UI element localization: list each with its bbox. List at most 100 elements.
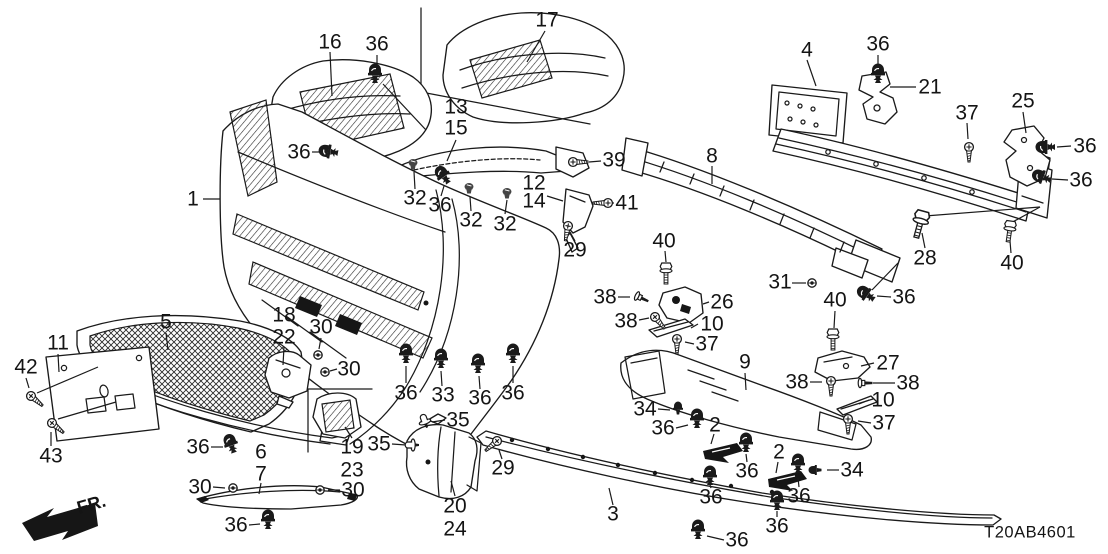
part-label-36[interactable]: 36 (892, 285, 916, 309)
leader-line (860, 362, 875, 367)
part-label-36[interactable]: 36 (365, 32, 389, 56)
part-label-12[interactable]: 12 (522, 171, 546, 195)
part-label-38[interactable]: 38 (614, 309, 638, 333)
leader-line (709, 484, 712, 489)
part-label-36[interactable]: 36 (699, 485, 723, 509)
part-label-9[interactable]: 9 (739, 350, 751, 374)
part-label-13[interactable]: 13 (444, 95, 468, 119)
part-label-5[interactable]: 5 (160, 310, 172, 334)
part-label-36[interactable]: 36 (1073, 134, 1097, 158)
part-label-33[interactable]: 33 (431, 383, 455, 407)
part-label-41[interactable]: 41 (615, 191, 639, 215)
part-label-36[interactable]: 36 (651, 416, 675, 440)
leader-line (450, 480, 456, 497)
part-label-22[interactable]: 22 (272, 325, 296, 349)
part-label-36[interactable]: 36 (1069, 168, 1093, 192)
part-label-14[interactable]: 14 (522, 189, 546, 213)
part-label-38[interactable]: 38 (785, 370, 809, 394)
leader-line (431, 419, 446, 423)
part-label-32[interactable]: 32 (403, 186, 427, 210)
part-label-24[interactable]: 24 (443, 517, 467, 541)
leader-line (57, 401, 117, 420)
part-10-spacer-left (648, 318, 694, 338)
part-label-36[interactable]: 36 (186, 435, 210, 459)
leader-line (921, 232, 926, 249)
part-label-37[interactable]: 37 (955, 101, 979, 125)
part-label-17[interactable]: 17 (535, 8, 559, 32)
part-label-23[interactable]: 23 (340, 458, 364, 482)
part-label-10[interactable]: 10 (871, 388, 895, 412)
part-label-37[interactable]: 37 (695, 332, 719, 356)
part-label-30[interactable]: 30 (337, 357, 361, 381)
part-label-2[interactable]: 2 (709, 413, 721, 437)
part-8-bumper-stay (621, 137, 901, 283)
part-label-2[interactable]: 2 (773, 440, 785, 464)
part-label-35[interactable]: 35 (367, 432, 391, 456)
leader-line (569, 231, 576, 242)
part-label-30[interactable]: 30 (309, 315, 333, 339)
part-label-36[interactable]: 36 (735, 459, 759, 483)
part-label-1[interactable]: 1 (187, 187, 199, 211)
leader-line (608, 487, 614, 506)
part-label-36[interactable]: 36 (428, 193, 452, 217)
part-21-bracket (858, 71, 898, 125)
part-label-34[interactable]: 34 (840, 458, 864, 482)
part-label-42[interactable]: 42 (14, 355, 38, 379)
part-label-35[interactable]: 35 (446, 408, 470, 432)
part-19-23-bracket (307, 388, 373, 453)
part-label-40[interactable]: 40 (652, 229, 676, 253)
part-label-36[interactable]: 36 (765, 514, 789, 538)
part-label-40[interactable]: 40 (823, 288, 847, 312)
part-label-32[interactable]: 32 (493, 212, 517, 236)
part-label-38[interactable]: 38 (593, 285, 617, 309)
part-label-20[interactable]: 20 (443, 494, 467, 518)
part-18-22-bracket (264, 350, 312, 409)
part-label-43[interactable]: 43 (39, 444, 63, 468)
leader-line (664, 250, 667, 263)
part-label-39[interactable]: 39 (602, 148, 626, 172)
part-label-8[interactable]: 8 (706, 144, 718, 168)
part-label-19[interactable]: 19 (340, 435, 364, 459)
leader-line (282, 346, 285, 366)
part-label-36[interactable]: 36 (501, 381, 525, 405)
part-label-26[interactable]: 26 (710, 290, 734, 314)
leader-line (344, 426, 353, 439)
leader-line (745, 453, 748, 463)
part-label-36[interactable]: 36 (287, 140, 311, 164)
leader-line (391, 443, 407, 446)
part-label-40[interactable]: 40 (1000, 251, 1024, 275)
part-label-31[interactable]: 31 (768, 270, 792, 294)
part-label-36[interactable]: 36 (866, 32, 890, 56)
part-label-29[interactable]: 29 (563, 238, 587, 262)
part-label-38[interactable]: 38 (896, 371, 920, 395)
part-label-36[interactable]: 36 (394, 381, 418, 405)
part-label-32[interactable]: 32 (459, 208, 483, 232)
part-label-37[interactable]: 37 (872, 411, 896, 435)
part-label-36[interactable]: 36 (468, 386, 492, 410)
part-label-25[interactable]: 25 (1011, 89, 1035, 113)
part-label-18[interactable]: 18 (272, 303, 296, 327)
part-label-36[interactable]: 36 (787, 484, 811, 508)
leader-line (744, 372, 747, 391)
leader-line (1056, 145, 1072, 148)
part-label-6[interactable]: 6 (255, 440, 267, 464)
part-label-30[interactable]: 30 (341, 478, 365, 502)
part-label-36[interactable]: 36 (224, 513, 248, 537)
part-label-29[interactable]: 29 (491, 456, 515, 480)
part-label-15[interactable]: 15 (444, 116, 468, 140)
part-2-clip-right (768, 471, 807, 491)
part-label-10[interactable]: 10 (700, 312, 724, 336)
part-label-4[interactable]: 4 (801, 38, 813, 62)
part-label-30[interactable]: 30 (188, 475, 212, 499)
part-label-21[interactable]: 21 (918, 75, 942, 99)
part-label-11[interactable]: 11 (47, 331, 69, 355)
part-label-27[interactable]: 27 (876, 351, 900, 375)
part-label-7[interactable]: 7 (255, 462, 267, 486)
part-label-28[interactable]: 28 (913, 246, 937, 270)
part-label-36[interactable]: 36 (725, 528, 749, 552)
part-label-34[interactable]: 34 (633, 397, 657, 421)
part-label-16[interactable]: 16 (318, 30, 342, 54)
part-label-3[interactable]: 3 (607, 502, 619, 526)
leader-line (1022, 111, 1027, 134)
